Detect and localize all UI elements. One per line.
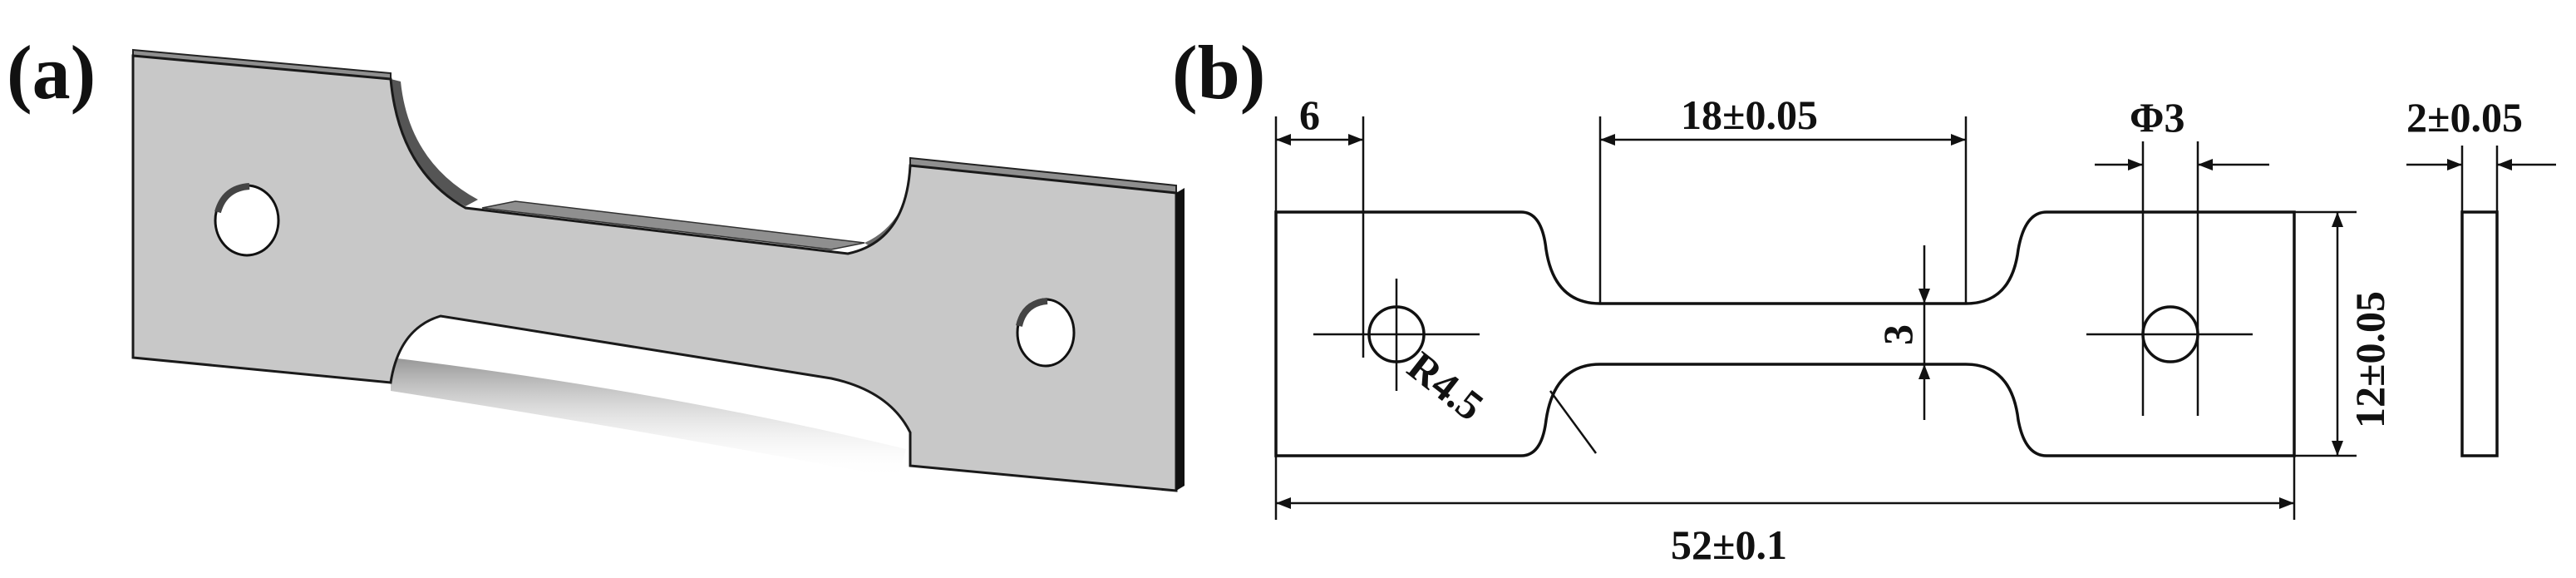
dim-gauge-length: 18±0.05 <box>1681 91 1818 138</box>
specimen-outline <box>1274 210 2296 457</box>
specimen-right-edge <box>1176 188 1185 491</box>
panel-a: (a) <box>7 30 1185 492</box>
dim-2-arrows <box>2447 159 2512 170</box>
dim-grip-offset: 6 <box>1299 91 1320 138</box>
left-fillet-face <box>391 79 478 206</box>
dim-gauge-width: 3 <box>1874 324 1921 345</box>
dim-thickness: 2±0.05 <box>2406 94 2523 141</box>
panel-b-label: (b) <box>1172 30 1265 115</box>
right-hole-inner-shadow <box>1016 298 1048 328</box>
specimen-shadow <box>391 358 906 478</box>
dim-total-length: 52±0.1 <box>1671 521 1787 568</box>
dim-hole-diameter: Φ3 <box>2130 94 2184 141</box>
side-view-outline <box>2460 210 2499 457</box>
specimen-front-face <box>131 54 1178 492</box>
dim-phi-arrows <box>2128 159 2213 170</box>
left-hole-inner-shadow <box>214 183 250 214</box>
panel-a-label: (a) <box>7 30 96 115</box>
panel-b: (b) 6 18±0.05 Φ3 3 R4. <box>1172 30 2556 568</box>
dim-width: 12±0.05 <box>2347 291 2393 428</box>
dim-radius-leader <box>1549 390 1598 454</box>
